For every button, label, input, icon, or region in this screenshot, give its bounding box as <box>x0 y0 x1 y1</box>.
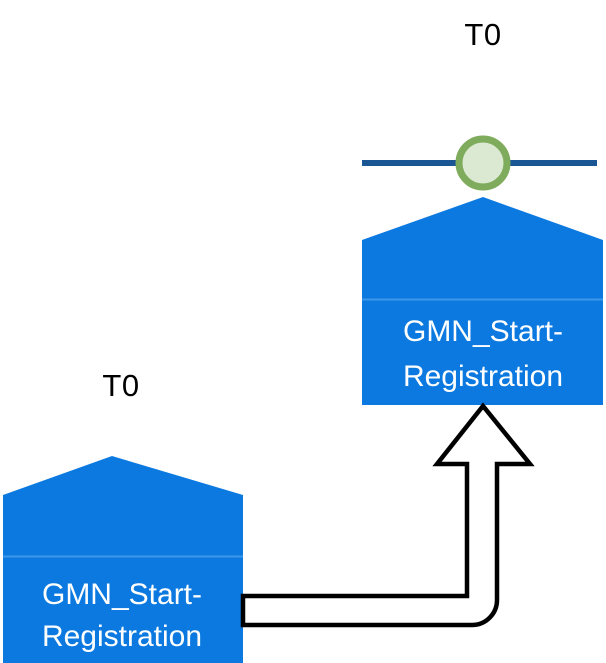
target-node-label-line2: Registration <box>403 360 563 393</box>
target-node-label-line1: GMN_Start- <box>403 315 563 348</box>
timeline-event-marker-icon[interactable] <box>455 135 511 191</box>
source-node-shape[interactable] <box>3 456 243 663</box>
flow-arrow-connector[interactable] <box>240 402 535 628</box>
source-node-label-line2: Registration <box>42 620 202 653</box>
source-node-time-label: T0 <box>102 368 139 403</box>
target-node-time-label: T0 <box>464 17 501 52</box>
source-node-label-line1: GMN_Start- <box>42 578 202 611</box>
target-node-shape[interactable] <box>362 197 603 405</box>
